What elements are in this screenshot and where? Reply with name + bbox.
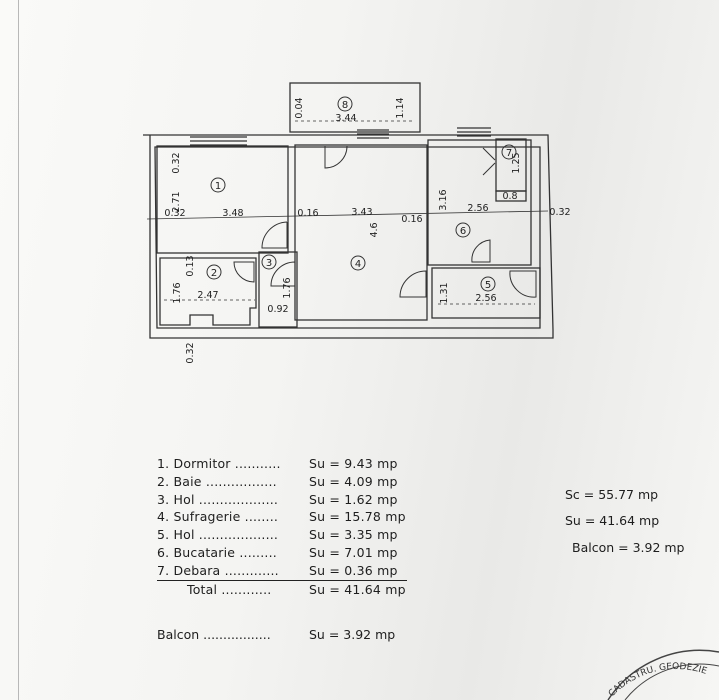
dim-label: 3.16	[438, 189, 449, 210]
room-area: Su = 9.43 mp	[309, 456, 398, 471]
list-item: 5. Hol ................... Su = 3.35 mp	[157, 526, 407, 544]
door-room-3-icon	[270, 261, 296, 287]
dim-label: 0.04	[294, 97, 305, 118]
dim-label: 0.16	[297, 208, 318, 219]
room-3-outline	[258, 251, 298, 328]
room-name: 2. Baie .................	[157, 473, 277, 489]
room-6-outline	[427, 139, 532, 266]
section-line	[146, 210, 549, 220]
door-room-2-icon	[233, 261, 255, 283]
room-number: 4	[355, 259, 361, 270]
room-area: Su = 15.78 mp	[309, 509, 406, 525]
balcony-outline	[289, 82, 421, 133]
dim-label: 0.32	[549, 207, 570, 218]
dim-label: 2.56	[467, 203, 488, 214]
summary-balcon: Balcon = 3.92 mp	[572, 540, 685, 555]
outer-wall	[143, 134, 554, 339]
room-5-outline	[431, 267, 541, 319]
stamp-inner-ring	[624, 663, 719, 700]
list-item: 4. Sufragerie ........ Su = 15.78 mp	[157, 508, 407, 526]
room-2-outline	[159, 257, 257, 326]
room-7-niche	[495, 190, 527, 202]
room-area: Su = 4.09 mp	[309, 473, 398, 489]
window-room-1	[190, 136, 247, 146]
dim-label: 4.6	[369, 222, 380, 237]
stamp-outer-ring	[607, 649, 719, 700]
dim-label: 0.32	[164, 208, 185, 219]
total-area: Su = 41.64 mp	[309, 581, 406, 597]
room-number: 2	[211, 268, 217, 279]
inner-wall	[154, 146, 541, 329]
room-area: Su = 1.62 mp	[309, 491, 398, 507]
dim-label: 1.14	[395, 97, 406, 118]
room-area: Su = 0.36 mp	[309, 562, 398, 578]
room-number: 3	[266, 258, 272, 269]
list-item: 3. Hol ................... Su = 1.62 mp	[157, 491, 407, 509]
door-room-6-icon	[471, 239, 491, 263]
stamp-text: CADASTRU. GEODEZIE	[607, 662, 708, 699]
summary-su: Su = 41.64 mp	[565, 513, 660, 528]
room-name: 3. Hol ...................	[157, 491, 279, 507]
door-room-4-icon	[399, 270, 427, 298]
dim-label: 0.92	[267, 304, 288, 315]
room-name: 1. Dormitor ...........	[157, 456, 281, 471]
door-room-1-icon	[261, 221, 288, 249]
total-label: Total ............	[187, 581, 272, 597]
room-name: 4. Sufragerie ........	[157, 509, 279, 525]
dim-label: 2.47	[197, 290, 218, 301]
door-room-5-icon	[509, 270, 537, 298]
room-1-outline	[156, 145, 289, 254]
room-area: Su = 3.35 mp	[309, 527, 398, 543]
dim-label: 0.16	[401, 214, 422, 225]
room-number: 5	[485, 280, 491, 291]
dim-label: 3.44	[335, 113, 356, 124]
room-name: 7. Debara .............	[157, 562, 279, 578]
room-name: 5. Hol ...................	[157, 527, 279, 543]
rooms-area-list: 1. Dormitor ........... Su = 9.43 mp 2. B…	[157, 455, 407, 598]
balcony-area: Su = 3.92 mp	[309, 627, 396, 642]
total-row: Total ............ Su = 41.64 mp	[157, 581, 407, 599]
list-item: 2. Baie ................. Su = 4.09 mp	[157, 473, 407, 491]
dim-label: 1.76	[172, 282, 183, 303]
room-markers	[206, 96, 517, 292]
dim-label: 3.43	[351, 207, 372, 218]
door-room-7-icon	[482, 147, 496, 176]
list-item: 7. Debara ............. Su = 0.36 mp	[157, 562, 407, 581]
paper-edge	[18, 0, 19, 700]
list-item: 6. Bucatarie ......... Su = 7.01 mp	[157, 544, 407, 562]
window-room-4	[357, 129, 389, 139]
cadastre-stamp: CADASTRU. GEODEZIE	[607, 649, 719, 700]
summary-sc: Sc = 55.77 mp	[565, 487, 659, 502]
door-balcony-icon	[324, 145, 348, 169]
balcony-label: Balcon .................	[157, 627, 271, 642]
door-icons	[233, 145, 537, 298]
dim-label: 1.31	[439, 282, 450, 303]
dim-label: 1.25	[511, 152, 522, 173]
room-4-outline	[294, 144, 428, 321]
room-number: 7	[506, 148, 512, 159]
room-number: 8	[342, 100, 348, 111]
dim-label: 0.32	[185, 342, 196, 363]
room-number: 6	[460, 226, 466, 237]
dim-label: 2.71	[171, 191, 182, 212]
room-area: Su = 7.01 mp	[309, 544, 398, 560]
dim-label: 0.32	[171, 152, 182, 173]
dim-label: 1.76	[282, 277, 293, 298]
dim-label: 2.56	[475, 293, 496, 304]
dim-label: 3.48	[222, 208, 243, 219]
svg-text:CADASTRU. GEODEZIE: CADASTRU. GEODEZIE	[607, 662, 708, 699]
dim-label: 0.13	[185, 255, 196, 276]
balcony-row: Balcon ................. Su = 3.92 mp	[157, 627, 395, 642]
list-item: 1. Dormitor ........... Su = 9.43 mp	[157, 455, 407, 473]
room-number: 1	[215, 181, 221, 192]
dim-label: 0.8	[502, 191, 517, 202]
window-room-6	[457, 127, 491, 137]
room-name: 6. Bucatarie .........	[157, 544, 277, 560]
